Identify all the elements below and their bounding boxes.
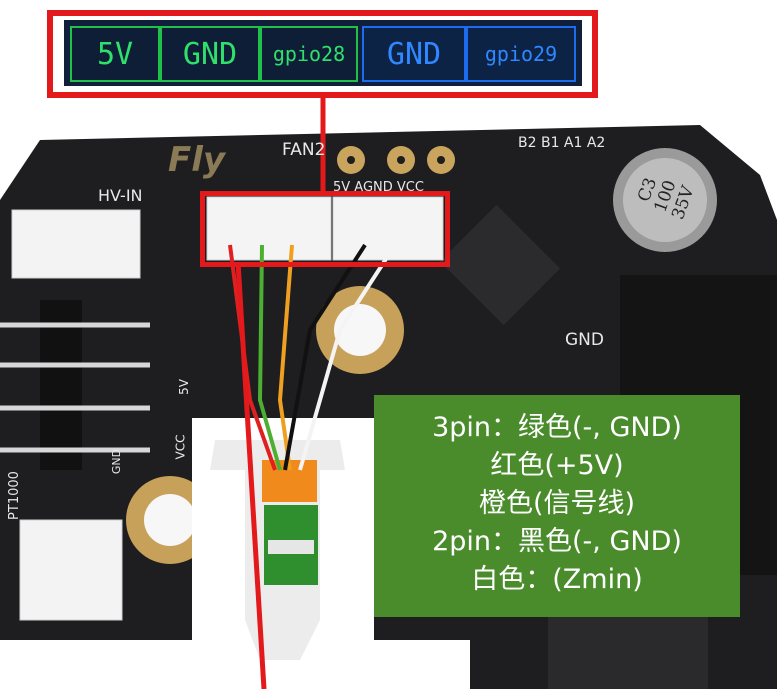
silk-gnd-small: GND bbox=[110, 448, 124, 475]
pin-header bbox=[40, 300, 82, 470]
connector-3pin bbox=[206, 196, 332, 261]
brand-fly: Fly bbox=[168, 140, 226, 180]
note-line-5: 白色：(Zmin) bbox=[471, 564, 643, 595]
silk-hv-in: HV-IN bbox=[98, 186, 143, 205]
wire-red bbox=[228, 244, 277, 471]
wiring-note: 3pin：绿色(-, GND) 红色(+5V) 橙色(信号线) 2pin：黑色(… bbox=[374, 395, 740, 617]
silk-gnd: GND bbox=[565, 330, 604, 350]
silk-5v: 5V bbox=[176, 379, 191, 395]
note-line-3: 橙色(信号线) bbox=[478, 488, 636, 519]
wire-orange bbox=[277, 244, 294, 471]
wire-black bbox=[283, 243, 367, 471]
wire-green bbox=[257, 244, 282, 471]
note-line-4: 2pin：黑色(-, GND) bbox=[432, 526, 682, 557]
note-line-1: 3pin：绿色(-, GND) bbox=[432, 412, 682, 443]
pin-label-gpio29: gpio29 bbox=[466, 26, 576, 82]
pin-label-5v: 5V bbox=[70, 26, 160, 82]
chip bbox=[439, 204, 561, 326]
pin-label-gnd-2: GND bbox=[362, 26, 466, 82]
silk-top-right: B2 B1 A1 A2 bbox=[518, 135, 606, 151]
wire-white bbox=[298, 243, 397, 471]
silk-vcc: VCC bbox=[173, 434, 188, 460]
pin-label-gnd: GND bbox=[160, 26, 260, 82]
hv-in-connector bbox=[11, 209, 141, 279]
pt1000-connector bbox=[19, 519, 123, 621]
connector-highlight bbox=[200, 191, 450, 267]
silk-fan2: FAN2 bbox=[282, 140, 326, 160]
pin-label-gpio28: gpio28 bbox=[260, 26, 358, 82]
silk-pt1000: PT1000 bbox=[6, 471, 22, 520]
connector-2pin bbox=[332, 196, 444, 261]
note-line-2: 红色(+5V) bbox=[490, 450, 624, 481]
